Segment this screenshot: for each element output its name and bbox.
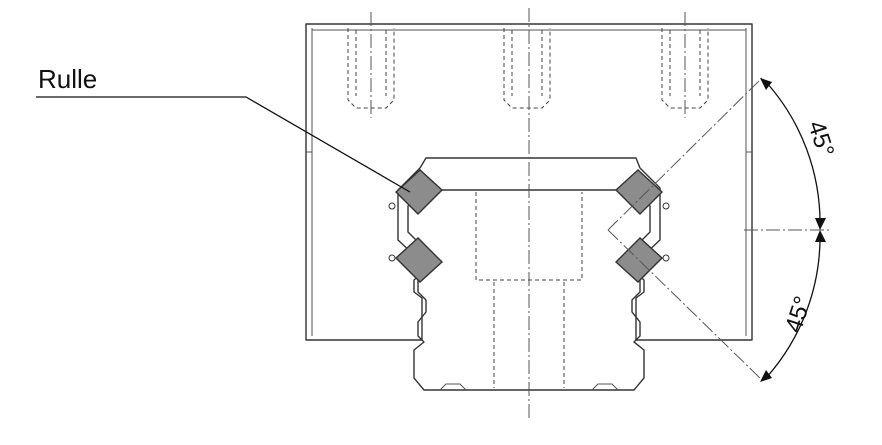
- rail-bottom-groove: [439, 383, 619, 391]
- rail-bolt-hole: [493, 282, 565, 388]
- roller-callout: Rulle: [36, 64, 411, 193]
- roller-upper-right: [614, 169, 670, 215]
- arrow-upper-end: [815, 218, 826, 230]
- rollers: [388, 169, 670, 283]
- lower-angle-label: 45°: [780, 293, 817, 336]
- arrow-lower-end: [760, 370, 772, 382]
- carriage-block: [305, 23, 753, 341]
- arrow-lower-start: [815, 230, 826, 242]
- roller-lower-right: [614, 237, 670, 283]
- lower-angle-arc: [765, 231, 821, 379]
- roller-label: Rulle: [38, 64, 97, 94]
- roller-lower-left: [388, 237, 444, 283]
- roller-upper-left: [388, 169, 444, 215]
- carriage-outline: [305, 23, 753, 341]
- threaded-hole-middle: [503, 28, 551, 109]
- lower-contact-line: [607, 229, 763, 381]
- threaded-holes: [347, 12, 709, 118]
- arrow-upper-start: [760, 78, 772, 90]
- upper-contact-line: [607, 77, 763, 231]
- roller-leader-line: [36, 96, 411, 193]
- upper-angle-arc: [765, 81, 821, 229]
- threaded-hole-right: [661, 12, 709, 118]
- threaded-hole-left: [347, 12, 395, 118]
- contact-angle-lines: [607, 77, 830, 381]
